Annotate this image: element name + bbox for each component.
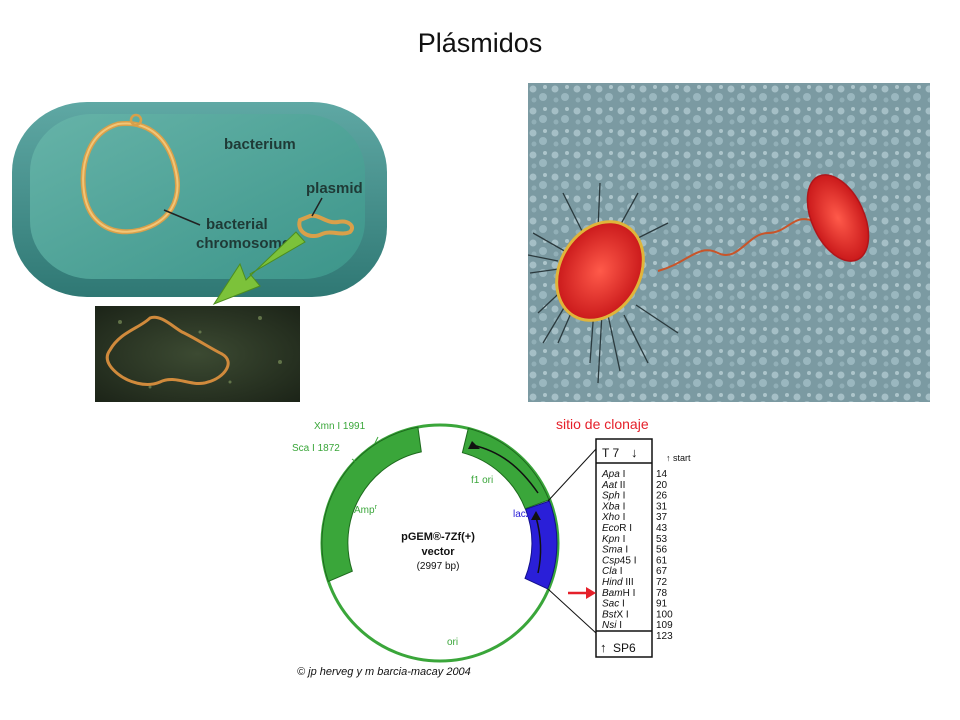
- credit: © jp herveg y m barcia-macay 2004: [297, 666, 471, 678]
- bacterium-right: [806, 174, 870, 262]
- enzyme-position: 91: [656, 599, 668, 610]
- enzyme-sph: Sph I: [602, 491, 625, 502]
- feature-amp: Ampr: [354, 504, 378, 516]
- t7-arrow-icon: ↓: [631, 445, 638, 460]
- f1ori-segment: [461, 427, 550, 510]
- enzyme-position: 26: [656, 491, 668, 502]
- vector-label: vector: [421, 546, 455, 558]
- enzyme-position: 37: [656, 512, 668, 523]
- enzyme-position: 56: [656, 545, 668, 556]
- enzyme-position: 53: [656, 534, 668, 545]
- bacterium-left: [555, 220, 645, 322]
- enzyme-kpn: Kpn I: [602, 534, 625, 545]
- enzyme-position: 109: [656, 620, 673, 631]
- enzyme-apa: Apa I: [601, 469, 625, 480]
- enzyme-xba: Xba I: [601, 501, 625, 512]
- vector-name: pGEM®-7Zf(+): [401, 531, 475, 543]
- enzyme-nsi: Nsi I: [602, 620, 622, 631]
- feature-ori: ori: [447, 637, 458, 648]
- plasmid-micrograph: [95, 306, 300, 402]
- t7-promoter: T 7: [602, 446, 619, 460]
- enzyme-position: 20: [656, 480, 668, 491]
- enzyme-bam: BamH I: [602, 588, 635, 599]
- enzyme-sac: Sac I: [602, 599, 625, 610]
- enzyme-sma: Sma I: [602, 545, 628, 556]
- label-chromosome-1: bacterial: [206, 216, 268, 233]
- site-sca: Sca I 1872: [292, 443, 340, 454]
- enzyme-position: 14: [656, 469, 668, 480]
- enzyme-cla: Cla I: [602, 566, 623, 577]
- amp-segment: [321, 426, 422, 583]
- pili: [528, 182, 679, 384]
- enzyme-position: 61: [656, 555, 668, 566]
- enzyme-position: 78: [656, 588, 668, 599]
- enzyme-eco: EcoR I: [602, 523, 632, 534]
- site-xmn: Xmn I 1991: [314, 421, 366, 432]
- slide-title: Plásmidos: [417, 28, 543, 58]
- end-position: 123: [656, 631, 673, 642]
- cloning-site-title: sitio de clonaje: [556, 416, 649, 432]
- enzyme-position: 43: [656, 523, 668, 534]
- enzyme-position: 100: [656, 609, 673, 620]
- cell-cytoplasm: [30, 114, 365, 279]
- vector-size: (2997 bp): [417, 561, 460, 572]
- conjugation-micrograph: [528, 83, 930, 402]
- label-chromosome-2: chromosome: [196, 235, 290, 252]
- start-label: ↑ start: [666, 453, 691, 463]
- enzyme-xho: Xho I: [601, 512, 625, 523]
- feature-lacz: lacZ: [513, 509, 532, 520]
- vector-map: Xmn I 1991 Sca I 1872 Ampr f1 ori lacZ o…: [292, 416, 691, 678]
- enzyme-csp: Csp45 I: [602, 555, 636, 566]
- enzyme-position: 31: [656, 501, 668, 512]
- cloning-site-box: [595, 438, 653, 658]
- enzyme-position: 67: [656, 566, 668, 577]
- feature-f1ori: f1 ori: [471, 475, 493, 486]
- label-plasmid: plasmid: [306, 180, 363, 197]
- sp6-promoter: SP6: [613, 641, 636, 655]
- enzyme-position: 72: [656, 577, 668, 588]
- plasmid-loop: [297, 213, 355, 239]
- green-arrow: [212, 231, 306, 306]
- enzyme-aat: Aat II: [601, 480, 625, 491]
- enzyme-bst: BstX I: [602, 609, 629, 620]
- sp6-arrow-icon: ↑: [600, 640, 607, 655]
- bacterium-illustration: bacterium plasmid bacterial chromosome: [12, 102, 387, 402]
- label-bacterium: bacterium: [224, 136, 296, 153]
- enzyme-hind: Hind III: [602, 577, 634, 588]
